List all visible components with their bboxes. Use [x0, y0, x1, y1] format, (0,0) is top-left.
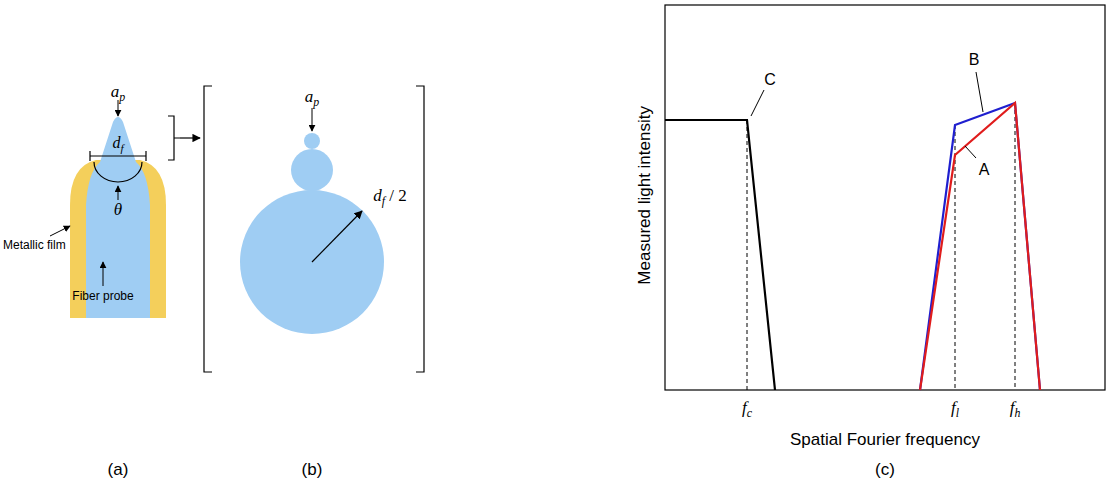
middle-circle — [291, 149, 333, 191]
small-circle — [304, 133, 320, 149]
theta-arc — [94, 162, 142, 182]
right-bracket — [416, 86, 424, 372]
probe-leader — [103, 262, 104, 286]
fiber-probe-drawing — [50, 100, 200, 318]
panel-caption: (c) — [875, 461, 895, 480]
df-bar — [90, 155, 146, 156]
tip-bracket — [168, 116, 180, 160]
tick-label: fl — [951, 399, 959, 418]
angle-label: θ — [114, 201, 122, 220]
theta-leader — [118, 186, 119, 200]
curve-b — [920, 103, 1040, 390]
tick-label: fh — [1010, 399, 1021, 418]
plot-frame — [665, 5, 1105, 390]
axis-title: Spatial Fourier frequency — [790, 431, 980, 450]
diameter-label: df — [112, 134, 123, 152]
aperture-label: ap — [305, 88, 319, 107]
axis-title: Measured light intensity — [636, 106, 655, 285]
probe-label: Fiber probe — [72, 290, 133, 303]
curve-a — [920, 103, 1040, 390]
a-leader — [965, 146, 976, 158]
df-tick — [145, 151, 146, 161]
fiber-core — [86, 117, 150, 318]
left-bracket — [204, 86, 212, 372]
curve-c — [665, 120, 775, 390]
fc-guide — [747, 120, 748, 390]
c-leader — [751, 90, 764, 116]
ap-leader — [118, 100, 119, 116]
radius-label: df / 2 — [373, 187, 407, 206]
panel-caption: (a) — [108, 461, 129, 480]
spectrum-chart — [665, 5, 1105, 390]
film-label: Metallic film — [3, 239, 66, 252]
curve-label: A — [979, 161, 990, 179]
df-tick — [89, 151, 90, 161]
fh-guide — [1015, 103, 1016, 390]
large-circle — [240, 190, 384, 334]
panel-caption: (b) — [302, 461, 323, 480]
ap-leader — [312, 108, 313, 131]
circle-model — [204, 86, 424, 372]
zoom-arrow — [180, 137, 200, 138]
b-leader — [976, 72, 983, 112]
film-leader — [50, 226, 70, 236]
aperture-label: ap — [111, 83, 125, 102]
curve-label: C — [764, 71, 776, 89]
tick-label: fc — [742, 399, 752, 418]
curve-label: B — [969, 51, 980, 69]
radius-line — [312, 211, 362, 262]
